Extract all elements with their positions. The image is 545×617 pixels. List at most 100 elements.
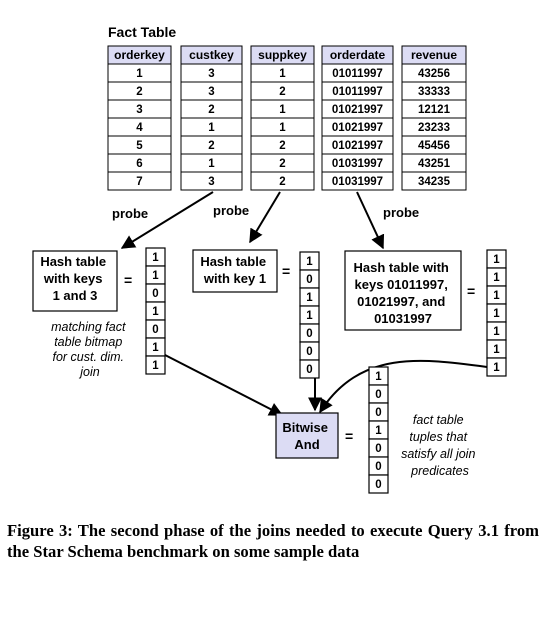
table-cell-value: 01011997 <box>332 68 383 80</box>
hash-table-box-supp <box>192 249 278 293</box>
bitmap-bit: 1 <box>493 344 500 356</box>
hash-table-box-date <box>344 250 462 331</box>
equals-sign-date: = <box>467 283 475 299</box>
probe-arrows <box>120 191 488 416</box>
probe-arrow-supp <box>249 191 281 244</box>
bitmap-bit: 1 <box>493 272 500 284</box>
hash-table-supp-line: with key 1 <box>203 271 266 286</box>
bitmap-bit: 0 <box>375 479 381 491</box>
hash-table-supp-line: Hash table <box>200 254 266 269</box>
result-note-line: predicates <box>410 464 469 478</box>
hash-table-date-line: keys 01011997, <box>355 277 448 292</box>
hash-table-date-line: 01031997 <box>374 311 432 326</box>
table-cell-value: 2 <box>279 176 285 188</box>
bitmap-bit: 0 <box>152 288 158 300</box>
table-cell-value: 01011997 <box>332 86 383 98</box>
probe-arrow-date <box>356 191 385 250</box>
bitmap-bit: 1 <box>152 252 159 264</box>
table-cell-value: 1 <box>208 122 215 134</box>
probe-label-date: probe <box>383 205 419 220</box>
bitmap-bit: 1 <box>306 292 313 304</box>
bitmap-bit: 1 <box>152 270 159 282</box>
bitmap-bit: 0 <box>375 407 381 419</box>
bitmap-bit: 1 <box>152 342 159 354</box>
bitmap-bit: 1 <box>493 290 500 302</box>
probe-label-supp: probe <box>213 203 249 218</box>
table-cell-value: 1 <box>136 68 143 80</box>
bitmap-bit: 0 <box>306 346 312 358</box>
column-header-revenue: revenue <box>411 48 457 62</box>
table-cell-value: 43251 <box>418 158 451 170</box>
table-cell-value: 1 <box>279 122 286 134</box>
table-cell-value: 2 <box>279 158 285 170</box>
fact-table-title: Fact Table <box>108 24 176 40</box>
bitmap-bit: 1 <box>493 362 500 374</box>
hash-table-date-line: Hash table with <box>354 260 449 275</box>
bitmap-note: matching fact table bitmap for cust. dim… <box>51 320 129 379</box>
bitmap-note-line: for cust. dim. <box>52 350 124 364</box>
bitmap-bit: 1 <box>306 310 313 322</box>
fact-table: orderkey1234567custkey3321213suppkey1211… <box>107 45 467 191</box>
table-cell-value: 43256 <box>418 68 450 80</box>
bitwise-and-line: And <box>294 437 319 452</box>
bitmap-cell <box>486 357 507 377</box>
result-note-line: satisfy all join <box>401 447 475 461</box>
bitmap-bit: 0 <box>306 274 312 286</box>
equals-sign-cust: = <box>124 272 132 288</box>
table-cell-value: 12121 <box>418 104 451 116</box>
bitmap-arrow-1 <box>164 354 284 416</box>
column-header-orderkey: orderkey <box>114 48 165 62</box>
probe-label-cust: probe <box>112 206 148 221</box>
bitmap-cell <box>145 355 166 375</box>
table-cell-value: 2 <box>279 140 285 152</box>
table-cell-value: 33333 <box>418 86 450 98</box>
table-cell-value: 6 <box>136 158 142 170</box>
column-header-orderdate: orderdate <box>330 48 386 62</box>
table-cell-value: 2 <box>208 104 214 116</box>
bitmap-bit: 1 <box>375 371 382 383</box>
hash-table-text-cust: Hash table with keys 1 and 3 <box>40 254 109 303</box>
hash-table-cust-line: Hash table <box>40 254 106 269</box>
probe-arrow-cust <box>120 191 214 249</box>
hash-table-text-date: Hash table with keys 01011997, 01021997,… <box>354 260 453 326</box>
table-cell-value: 2 <box>279 86 285 98</box>
column-header-suppkey: suppkey <box>258 48 307 62</box>
hash-table-cust-line: 1 and 3 <box>53 288 98 303</box>
column-header-custkey: custkey <box>189 48 234 62</box>
result-note-line: fact table <box>413 413 464 427</box>
hash-table-box-cust <box>32 250 118 312</box>
bitmap-bit: 0 <box>306 364 312 376</box>
table-cell-value: 2 <box>208 140 214 152</box>
table-cell-value: 3 <box>208 176 214 188</box>
bitwise-and-text: Bitwise And <box>282 420 331 452</box>
hash-table-cust-line: with keys <box>43 271 103 286</box>
bitmap-bit: 1 <box>152 306 159 318</box>
bitmap-bit: 1 <box>493 254 500 266</box>
table-cell <box>321 171 394 191</box>
bitwise-and-line: Bitwise <box>282 420 328 435</box>
bitmap-bit: 0 <box>375 461 381 473</box>
table-cell-value: 1 <box>279 104 286 116</box>
table-cell-value: 2 <box>136 86 142 98</box>
bitmap-cell <box>368 474 389 494</box>
hash-table-text-supp: Hash table with key 1 <box>200 254 269 286</box>
table-cell-value: 7 <box>136 176 142 188</box>
table-cell-value: 45456 <box>418 140 450 152</box>
table-cell-value: 01021997 <box>332 122 383 134</box>
table-cell-value: 01021997 <box>332 140 383 152</box>
table-cell-value: 3 <box>208 68 214 80</box>
table-cell-value: 3 <box>208 86 214 98</box>
table-cell-value: 1 <box>279 68 286 80</box>
hash-table-date-line: 01021997, and <box>357 294 445 309</box>
table-cell <box>401 171 467 191</box>
figure-caption: Figure 3: The second phase of the joins … <box>7 521 539 561</box>
table-cell-value: 3 <box>136 104 142 116</box>
bitmap-bit: 1 <box>375 425 382 437</box>
bitmap-note-line: join <box>78 365 100 379</box>
table-cell-value: 23233 <box>418 122 450 134</box>
bitmap-bit: 1 <box>152 360 159 372</box>
